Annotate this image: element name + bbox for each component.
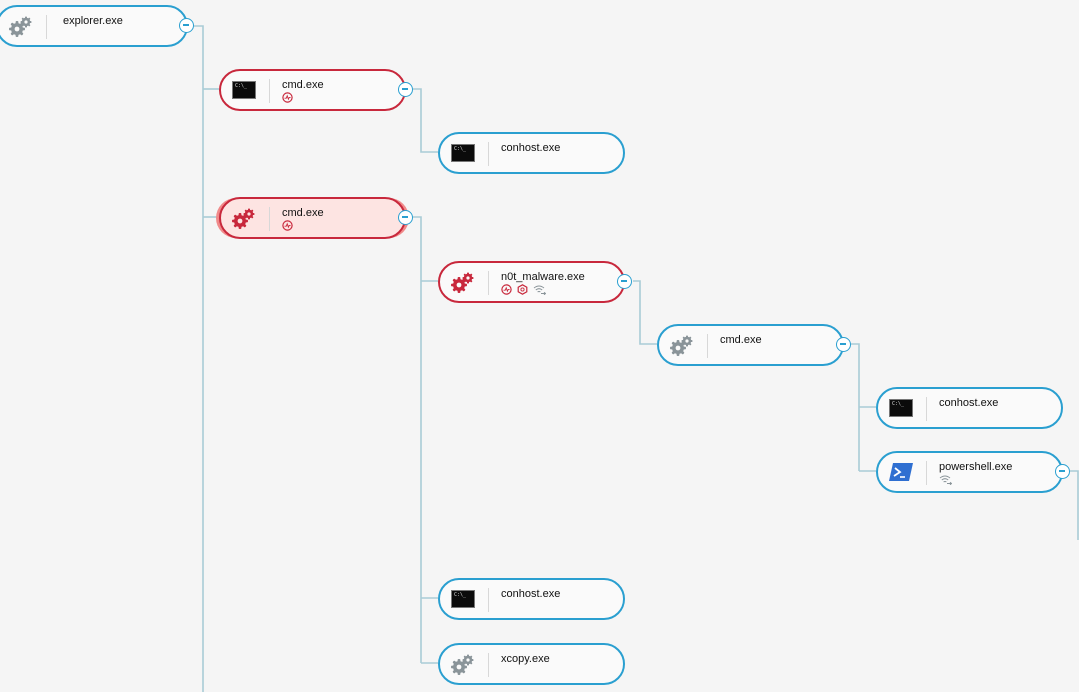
node-divider <box>488 271 489 295</box>
process-node-cmd-3[interactable]: cmd.exe <box>657 324 844 366</box>
collapse-button[interactable] <box>1055 464 1070 479</box>
process-name: cmd.exe <box>282 207 324 219</box>
activity-badge-icon <box>282 92 293 103</box>
terminal-icon <box>231 79 257 101</box>
process-name: conhost.exe <box>501 142 561 154</box>
process-node-explorer[interactable]: explorer.exe <box>0 5 188 47</box>
node-divider <box>269 207 270 231</box>
terminal-icon <box>888 397 914 419</box>
gears-icon <box>231 207 257 229</box>
collapse-button[interactable] <box>398 82 413 97</box>
process-node-cmd-1[interactable]: cmd.exe <box>219 69 406 111</box>
hexagon-alert-icon <box>517 284 528 295</box>
node-divider <box>46 15 47 39</box>
process-name: conhost.exe <box>501 588 561 600</box>
collapse-button[interactable] <box>398 210 413 225</box>
process-node-conhost-2[interactable]: conhost.exe <box>876 387 1063 429</box>
activity-badge-icon <box>501 284 512 295</box>
process-node-xcopy[interactable]: xcopy.exe <box>438 643 625 685</box>
network-icon <box>939 475 952 485</box>
node-divider <box>926 461 927 485</box>
process-node-conhost-1[interactable]: conhost.exe <box>438 132 625 174</box>
collapse-button[interactable] <box>836 337 851 352</box>
gears-icon <box>669 334 695 356</box>
process-name: cmd.exe <box>282 79 324 91</box>
terminal-icon <box>450 142 476 164</box>
activity-badge-icon <box>282 220 293 231</box>
process-name: conhost.exe <box>939 397 999 409</box>
collapse-button[interactable] <box>617 274 632 289</box>
collapse-button[interactable] <box>179 18 194 33</box>
process-name: powershell.exe <box>939 461 1013 473</box>
process-node-powershell[interactable]: powershell.exe <box>876 451 1063 493</box>
node-divider <box>488 588 489 612</box>
gears-icon <box>450 271 476 293</box>
process-name: n0t_malware.exe <box>501 271 585 283</box>
node-divider <box>488 142 489 166</box>
powershell-icon <box>888 461 914 483</box>
process-name: cmd.exe <box>720 334 762 346</box>
network-icon <box>533 285 546 295</box>
gears-icon <box>450 653 476 675</box>
gears-icon <box>8 15 34 37</box>
node-divider <box>926 397 927 421</box>
process-name: xcopy.exe <box>501 653 550 665</box>
process-node-cmd-2[interactable]: cmd.exe <box>219 197 406 239</box>
process-node-n0t-malware[interactable]: n0t_malware.exe <box>438 261 625 303</box>
terminal-icon <box>450 588 476 610</box>
process-node-conhost-3[interactable]: conhost.exe <box>438 578 625 620</box>
node-divider <box>707 334 708 358</box>
process-name: explorer.exe <box>63 15 123 27</box>
node-divider <box>488 653 489 677</box>
node-divider <box>269 79 270 103</box>
